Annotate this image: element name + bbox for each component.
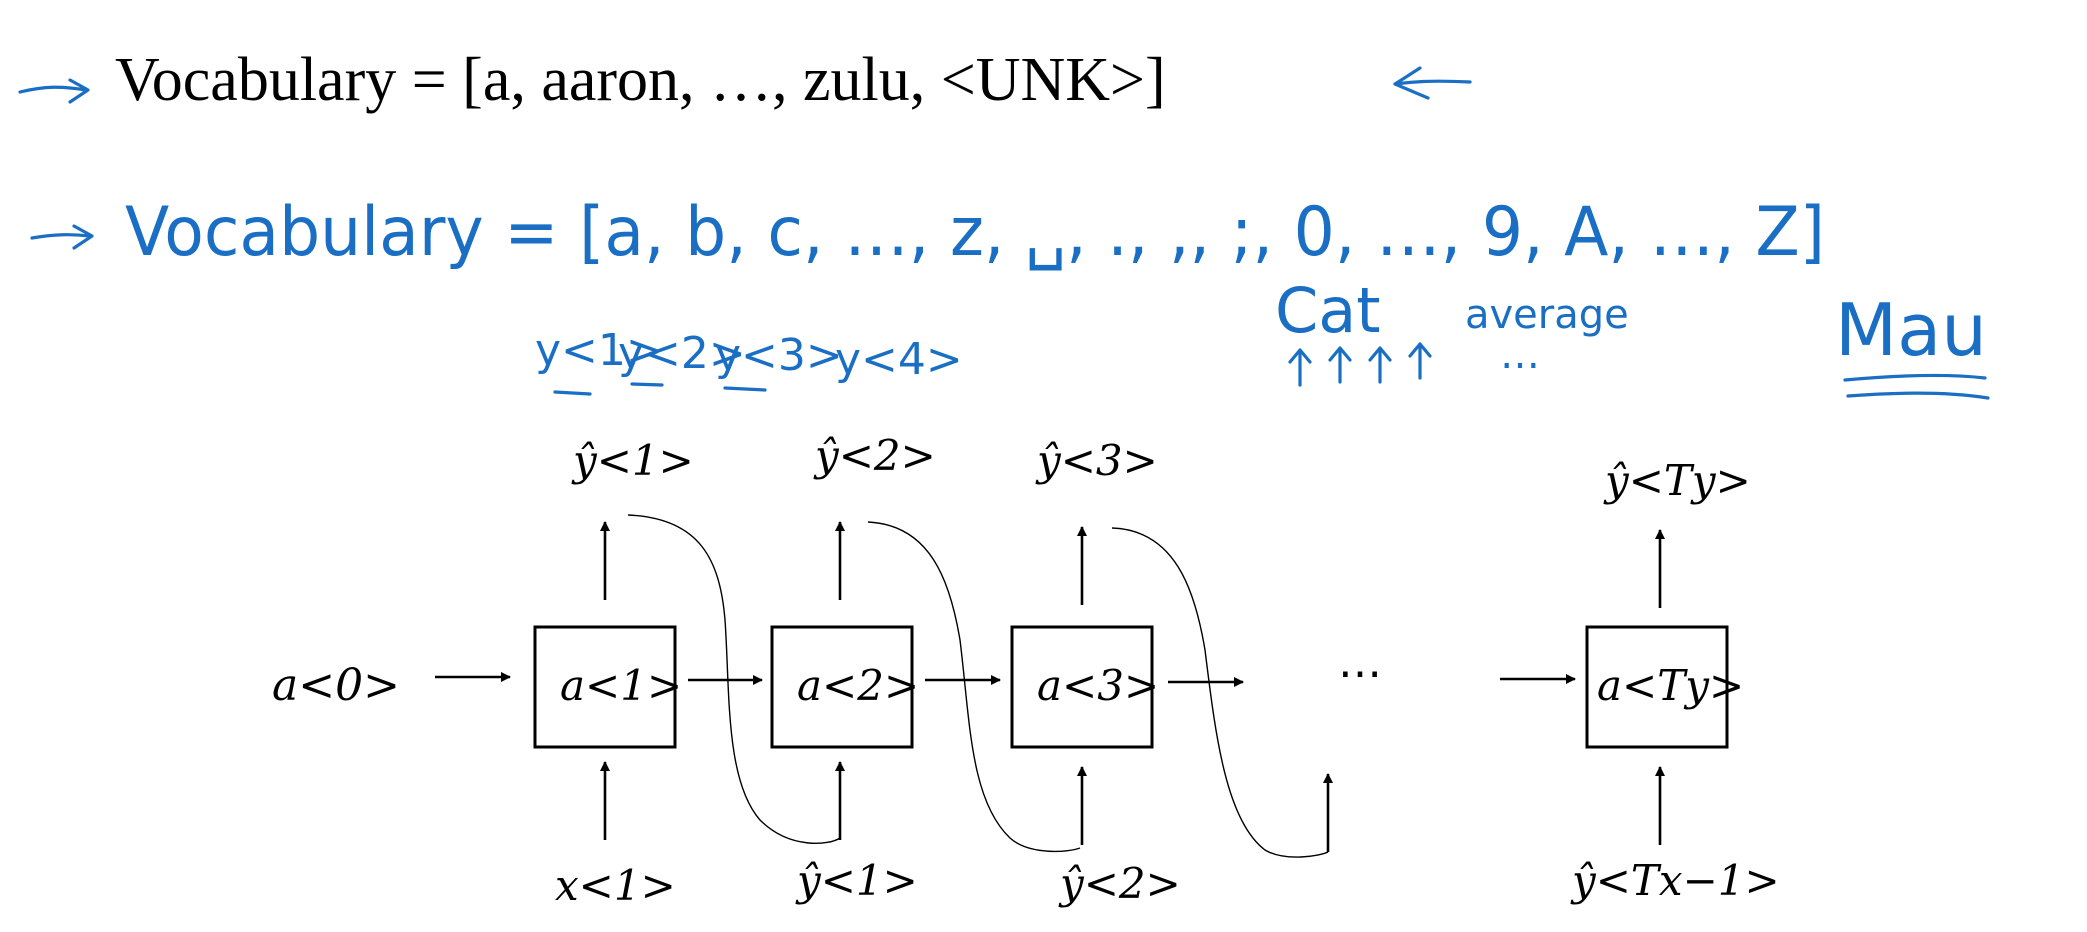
handwritten-vocabulary-text: Vocabulary = [a, b, c, …, z, ␣, ., ,, ;,… [125, 193, 1825, 272]
note-mau: Mau [1835, 288, 1987, 372]
rnn-cell-1 [533, 625, 677, 749]
up-arrows-icon [1288, 342, 1432, 387]
output-2-label: ŷ<2> [813, 431, 936, 480]
output-1-label: ŷ<1> [571, 436, 694, 485]
rnn-cell-last-label: a<Ty> [1597, 661, 1744, 710]
input-1-label: x<1> [555, 861, 676, 910]
note-ellipsis: … [1500, 332, 1540, 378]
rnn-diagram: a<0> a<1> a<2> a<3> ⋯ a<Ty> ŷ<1> ŷ<2> ŷ<… [272, 431, 1780, 910]
input-3-label: ŷ<2> [1058, 859, 1181, 908]
handwritten-notes: y<1> y<2> y<3> y<4> Cat average … Mau [535, 274, 1990, 400]
feedback-curve-3 [1111, 527, 1329, 858]
output-3-label: ŷ<3> [1035, 436, 1158, 485]
arrow-right-icon [30, 224, 94, 250]
note-average: average [1465, 292, 1629, 338]
typed-vocabulary-line: Vocabulary = [a, aaron, …, zulu, <UNK>] [18, 46, 1472, 114]
note-cat: Cat [1275, 274, 1381, 347]
rnn-cell-3 [1010, 625, 1154, 749]
arrow-left-icon [1393, 66, 1472, 100]
note-y3: y<3> [715, 330, 843, 381]
sequence-ellipsis: ⋯ [1338, 649, 1382, 698]
feedback-curve-1 [627, 514, 841, 845]
input-2-label: ŷ<1> [795, 856, 918, 905]
output-last-label: ŷ<Ty> [1603, 456, 1751, 505]
note-y4: y<4> [835, 334, 963, 385]
rnn-cell-2-label: a<2> [797, 661, 919, 710]
input-last-label: ŷ<Tx−1> [1570, 856, 1780, 905]
arrow-right-icon [18, 78, 90, 104]
initial-state-label: a<0> [272, 660, 400, 711]
rnn-cell-last [1585, 625, 1729, 749]
rnn-cell-1-label: a<1> [560, 661, 682, 710]
note-underlines [553, 382, 767, 396]
note-y1: y<1> [535, 325, 663, 376]
handwritten-vocabulary-line: Vocabulary = [a, b, c, …, z, ␣, ., ,, ;,… [30, 193, 1825, 272]
rnn-cell-3-label: a<3> [1037, 661, 1159, 710]
feedback-curve-2 [867, 521, 1081, 853]
rnn-cell-2 [770, 625, 914, 749]
note-mau-underline [1843, 373, 1990, 400]
typed-vocabulary-text: Vocabulary = [a, aaron, …, zulu, <UNK>] [115, 46, 1166, 114]
note-y2: y<2> [618, 328, 746, 379]
